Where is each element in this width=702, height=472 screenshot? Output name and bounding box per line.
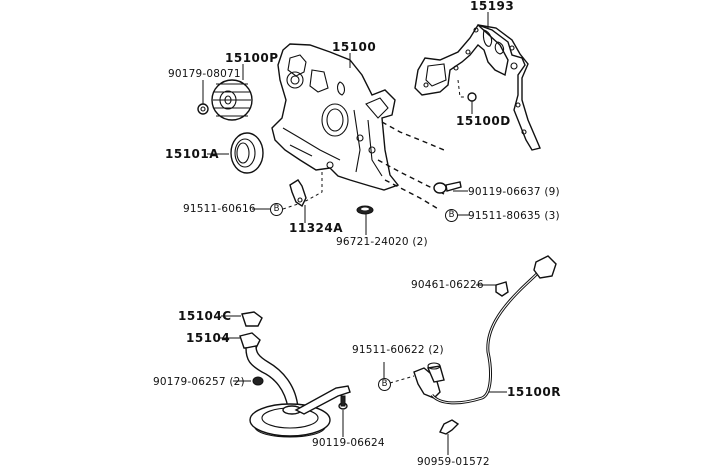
label-91511-80635[interactable]: 91511-80635 (3) <box>468 210 560 222</box>
label-15100D[interactable]: 15100D <box>456 114 511 128</box>
oil-pump-body-15100[interactable] <box>271 43 400 191</box>
washer-96721-24020[interactable] <box>356 205 374 215</box>
label-15100R[interactable]: 15100R <box>507 385 561 399</box>
gasket-15193[interactable] <box>414 23 541 151</box>
label-11324A[interactable]: 11324A <box>289 221 344 235</box>
label-91511-60622[interactable]: 91511-60622 (2) <box>352 344 444 356</box>
label-96721-24020[interactable]: 96721-24020 (2) <box>336 236 428 248</box>
bracket-11324A[interactable] <box>289 179 307 208</box>
bolt-90119-06624[interactable] <box>338 395 348 410</box>
pin-15100D[interactable] <box>467 92 477 102</box>
label-15193[interactable]: 15193 <box>470 0 515 13</box>
label-90461-06226[interactable]: 90461-06226 <box>411 279 484 291</box>
label-15101A[interactable]: 15101A <box>165 147 220 161</box>
label-90119-06637[interactable]: 90119-06637 (9) <box>468 186 560 198</box>
label-90179-08071[interactable]: 90179-08071 <box>168 68 241 80</box>
gear-15100P[interactable] <box>211 79 253 121</box>
seal-15101A[interactable] <box>230 132 264 174</box>
marker-b-91511-60616: B <box>270 203 283 216</box>
bolt-90119-06637[interactable] <box>433 181 462 194</box>
nut-90179-08071[interactable] <box>197 103 209 115</box>
label-90959-01572[interactable]: 90959-01572 <box>417 456 490 468</box>
marker-b-91511-80635: B <box>445 209 458 222</box>
label-15104C[interactable]: 15104C <box>178 309 232 323</box>
marker-b-91511-60622: B <box>378 378 391 391</box>
nut-90179-06257[interactable] <box>252 376 264 386</box>
label-15100[interactable]: 15100 <box>332 40 377 54</box>
sensor-15100R[interactable] <box>413 255 557 405</box>
clamp-90959-01572[interactable] <box>439 419 460 435</box>
label-90119-06624[interactable]: 90119-06624 <box>312 437 385 449</box>
label-15100P[interactable]: 15100P <box>225 51 279 65</box>
oil-strainer-15104[interactable] <box>239 311 351 438</box>
clamp-90461-06226[interactable] <box>495 281 509 297</box>
label-15104[interactable]: 15104 <box>186 331 231 345</box>
label-90179-06257[interactable]: 90179-06257 (2) <box>153 376 245 388</box>
label-91511-60616[interactable]: 91511-60616 <box>183 203 256 215</box>
